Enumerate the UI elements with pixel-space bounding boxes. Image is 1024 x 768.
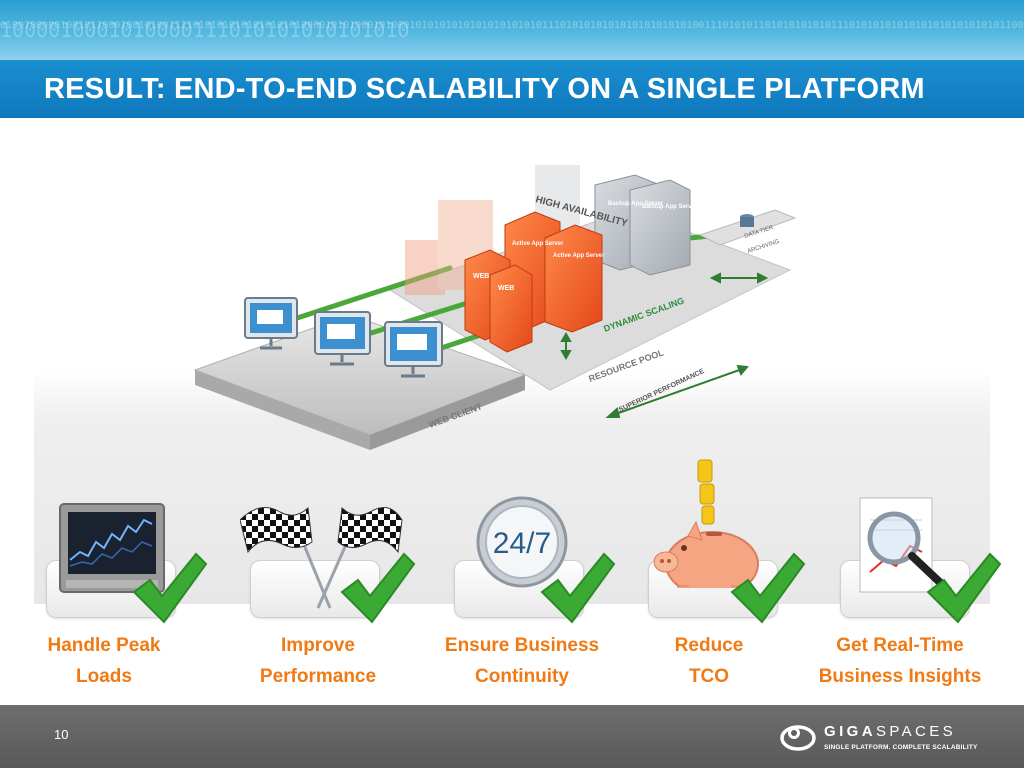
svg-text:Active App Server: Active App Server <box>553 253 605 259</box>
checkmark-icon <box>536 548 616 628</box>
checkmark-icon <box>922 548 1002 628</box>
architecture-diagram: Backup App Server Backup App Server HIGH… <box>190 150 800 450</box>
checkmark-icon <box>128 548 208 628</box>
logo-wordmark: GIGASPACES <box>824 723 956 740</box>
svg-text:WEB: WEB <box>498 285 514 292</box>
binary-pattern: 0100100000100101100010010100111101010101… <box>0 20 1024 31</box>
svg-text:WEB: WEB <box>473 273 489 280</box>
benefit-reduce-tco <box>638 490 808 630</box>
footer-bar: 10 GIGASPACES SINGLE PLATFORM. COMPLETE … <box>0 705 1024 768</box>
logo-tagline: SINGLE PLATFORM. COMPLETE SCALABILITY <box>824 744 978 751</box>
title-bar: RESULT: END-TO-END SCALABILITY ON A SING… <box>0 60 1024 118</box>
gigaspaces-logo: GIGASPACES SINGLE PLATFORM. COMPLETE SCA… <box>778 719 978 759</box>
page-number: 10 <box>54 727 68 742</box>
gigaspaces-swirl-icon <box>778 721 818 753</box>
benefit-improve-performance <box>240 490 410 630</box>
checkmark-icon <box>336 548 416 628</box>
svg-text:Active App Server: Active App Server <box>512 241 564 247</box>
checkmark-icon <box>726 548 806 628</box>
svg-text:ARCHIVING: ARCHIVING <box>747 239 781 255</box>
svg-text:Backup App Server: Backup App Server <box>642 204 698 210</box>
benefit-handle-peak-loads <box>36 490 206 630</box>
superior-performance-label: SUPERIOR PERFORMANCE <box>618 368 706 414</box>
benefit-real-time-insights <box>830 490 1000 630</box>
benefit-ensure-business-continuity: 24/7 <box>444 490 614 630</box>
header-binary-band: 1000010001010000111010101010101010 01001… <box>0 0 1024 60</box>
page-title: RESULT: END-TO-END SCALABILITY ON A SING… <box>44 73 925 106</box>
